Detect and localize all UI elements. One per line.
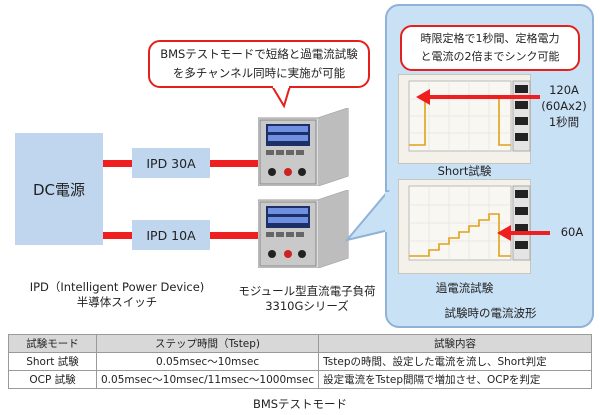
table-header-step: ステップ時間（Tstep) xyxy=(95,334,320,353)
ipd-note-line-1: IPD（Intelligent Power Device) xyxy=(29,280,205,294)
electronic-load-top xyxy=(257,107,350,187)
time-callout-line-1: 時限定格で1秒間、定格電力 xyxy=(420,32,560,45)
table-cell-mode: OCP 試験 xyxy=(8,370,97,389)
ocp-test-waveform xyxy=(408,185,531,261)
ipd-30a-label: IPD 30A xyxy=(146,155,196,171)
load-label-line-1: モジュール型直流電子負荷 xyxy=(238,284,376,298)
electronic-load-top-icon xyxy=(257,107,349,187)
short-value-line-1: 120A xyxy=(549,83,579,97)
table-cell-mode: Short 試験 xyxy=(8,352,97,371)
short-value-line-3: 1秒間 xyxy=(548,115,580,129)
short-value-arrow xyxy=(425,95,540,99)
ocp-value-arrow xyxy=(505,231,550,235)
ipd-30a-box: IPD 30A xyxy=(132,148,210,178)
bms-callout: BMSテストモードで短絡と過電流試験 を多チャンネル同時に実施が可能 xyxy=(148,40,370,88)
bms-callout-line-2: を多チャンネル同時に実施が可能 xyxy=(172,66,346,80)
dc-power-source: DC電源 xyxy=(15,133,103,245)
load-label-line-2: 3310Gシリーズ xyxy=(265,299,349,313)
ocp-value-label: 60A xyxy=(560,225,584,239)
time-callout-line-2: と電流の2倍までシンク可能 xyxy=(420,50,560,63)
table-cell-content: Tstepの時間、設定した電流を流し、Short判定 xyxy=(318,352,592,371)
figure-caption: BMSテストモード xyxy=(252,397,348,411)
bms-callout-line-1: BMSテストモードで短絡と過電流試験 xyxy=(160,47,358,61)
table-header-content: 試験内容 xyxy=(318,334,592,353)
short-test-waveform xyxy=(408,80,531,152)
table-cell-step: 0.05msec～10msec xyxy=(95,352,320,371)
table-header-row: 試験モード ステップ時間（Tstep) 試験内容 xyxy=(8,334,592,353)
load-label: モジュール型直流電子負荷 3310Gシリーズ xyxy=(222,284,392,314)
bms-test-mode-table: 試験モード ステップ時間（Tstep) 試験内容 Short 試験 0.05ms… xyxy=(8,334,592,389)
short-test-scope xyxy=(398,74,531,164)
ipd-note: IPD（Intelligent Power Device) 半導体スイッチ xyxy=(12,280,222,310)
electronic-load-bottom-icon xyxy=(257,189,349,269)
table-row: OCP 試験 0.05msec～10msec/11msec～1000msec 設… xyxy=(8,370,592,389)
ipd-10a-box: IPD 10A xyxy=(132,220,210,250)
ipd-note-line-2: 半導体スイッチ xyxy=(76,295,158,309)
short-value-line-2: (60Ax2) xyxy=(541,99,587,113)
ipd-10a-label: IPD 10A xyxy=(146,227,196,243)
ocp-arrow-head xyxy=(497,225,511,241)
electronic-load-bottom xyxy=(257,189,350,269)
table-row: Short 試験 0.05msec～10msec Tstepの時間、設定した電流… xyxy=(8,352,592,371)
time-rating-callout: 時限定格で1秒間、定格電力 と電流の2倍までシンク可能 xyxy=(400,25,580,71)
ocp-test-label: 過電流試験 xyxy=(435,281,494,295)
dc-source-label: DC電源 xyxy=(32,180,86,199)
short-arrow-head xyxy=(416,89,430,105)
table-cell-content: 設定電流をTstep間隔で増加させ、OCPを判定 xyxy=(318,370,592,389)
ocp-test-scope xyxy=(398,179,531,274)
bms-callout-tail xyxy=(271,86,291,109)
table-cell-step: 0.05msec～10msec/11msec～1000msec xyxy=(95,370,320,389)
waveform-panel-tail xyxy=(345,190,391,242)
waveform-caption: 試験時の電流波形 xyxy=(444,306,537,320)
short-test-label: Short試験 xyxy=(437,164,492,178)
short-value-label: 120A (60Ax2) 1秒間 xyxy=(536,82,592,130)
table-header-mode: 試験モード xyxy=(8,334,97,353)
